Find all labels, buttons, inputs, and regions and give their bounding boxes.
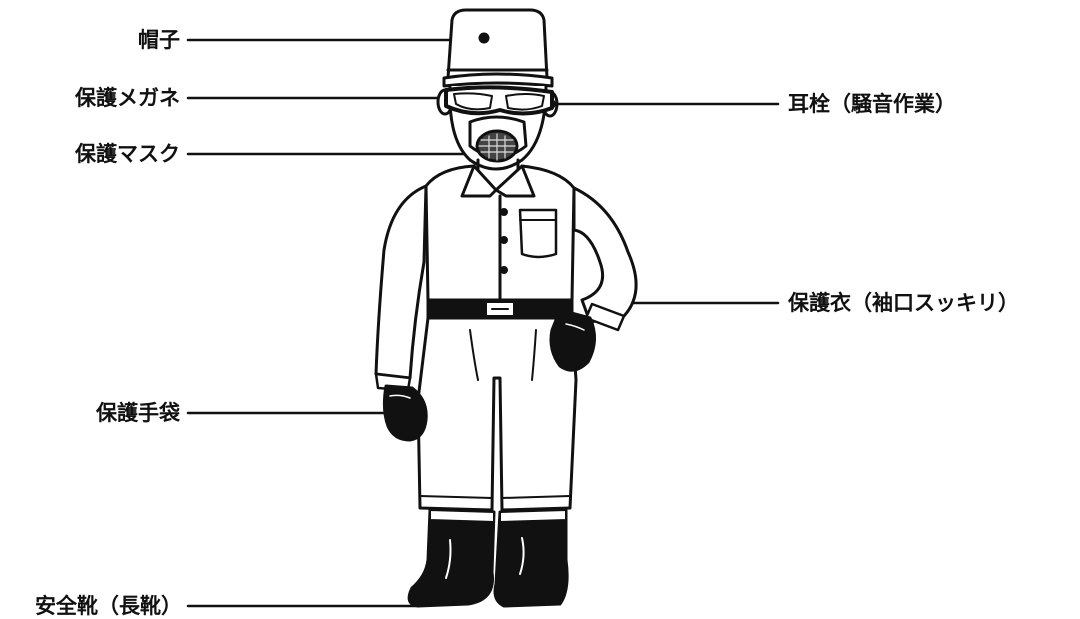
callout-lines <box>186 38 780 608</box>
hat-label: 帽子 <box>138 28 180 52</box>
shirt-icon <box>424 164 576 302</box>
left-glove-icon <box>382 384 428 442</box>
mask-label: 保護マスク <box>75 142 180 166</box>
clothing-label: 保護衣（袖口スッキリ） <box>788 291 1019 315</box>
gloves-label: 保護手袋 <box>96 401 180 425</box>
boots-icon <box>407 508 569 608</box>
belt-icon <box>426 298 574 320</box>
hat-icon <box>442 8 554 88</box>
goggles-label: 保護メガネ <box>75 86 180 110</box>
boots-label: 安全靴（長靴） <box>35 594 182 618</box>
right-glove-icon <box>549 308 596 372</box>
earplug-label: 耳栓（騒音作業） <box>788 92 956 116</box>
left-sleeve-icon <box>374 184 428 392</box>
goggles-icon <box>444 85 554 116</box>
mask-icon <box>468 115 528 163</box>
right-sleeve-icon <box>572 186 638 332</box>
